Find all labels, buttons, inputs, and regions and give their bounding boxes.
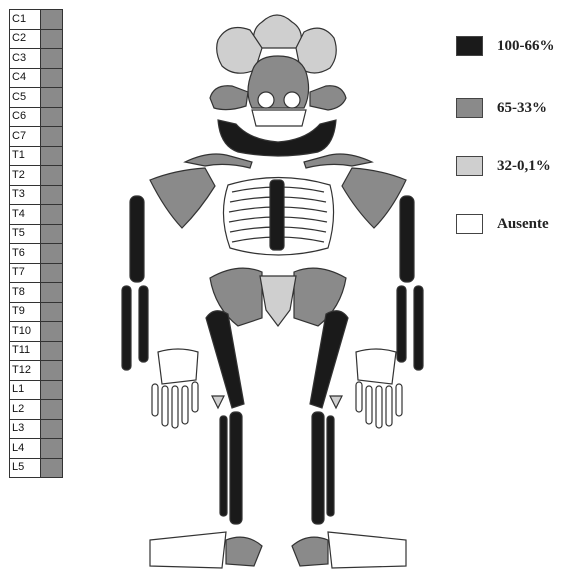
foot-left: [150, 532, 262, 568]
radius-left: [122, 286, 131, 370]
temporal-right: [310, 86, 346, 110]
fibula-right: [327, 416, 334, 516]
patella-left: [212, 396, 224, 408]
humerus-left: [130, 196, 144, 282]
hand-left: [152, 349, 198, 428]
radius-right: [397, 286, 406, 362]
orbit-right-icon: [284, 92, 300, 108]
sacrum: [260, 276, 296, 326]
ulna-left: [139, 286, 148, 362]
temporal-left: [210, 86, 248, 110]
scapula-left: [150, 168, 215, 228]
patella-right: [330, 396, 342, 408]
humerus-right: [400, 196, 414, 282]
cranial-plate-frontal: [254, 15, 302, 48]
hand-right: [356, 349, 402, 428]
foot-right: [292, 532, 406, 568]
fibula-left: [220, 416, 227, 516]
sternum: [270, 180, 284, 250]
orbit-left-icon: [258, 92, 274, 108]
ulna-right: [414, 286, 423, 370]
maxilla: [252, 110, 306, 126]
scapula-right: [342, 168, 406, 228]
clavicle-right: [304, 154, 372, 168]
tibia-left: [230, 412, 242, 524]
clavicle-left: [185, 154, 252, 168]
tibia-right: [312, 412, 324, 524]
